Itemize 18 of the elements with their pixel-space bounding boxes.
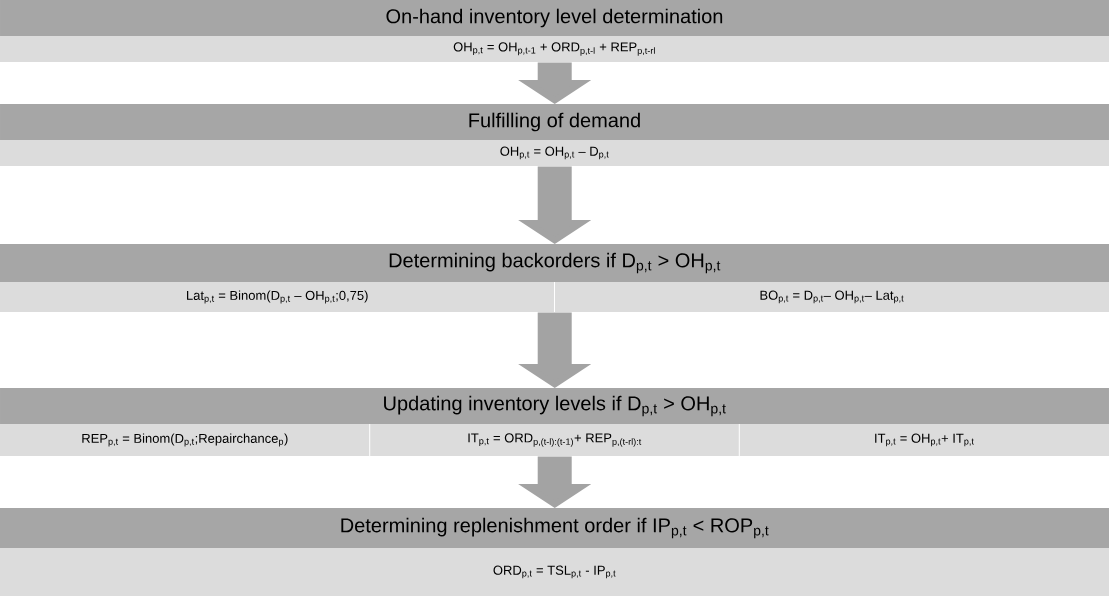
step-heading: Updating inventory levels if D$_{p,t}$ > OH$_{p,t}$ (384, 395, 726, 417)
stage-panel (0, 388, 1109, 456)
stage-panel (0, 244, 1109, 312)
stage-panel (0, 508, 1109, 596)
step-heading: Determining replenishment order if IP$_{p,t}$ < ROP$_{p,t}$ (341, 517, 769, 539)
formula-text: OH$_{p,t}$ = OH$_{p,t-1}$ + ORD$_{p,t-l}$ + REP$_{p,t-rl}$ (453, 42, 655, 56)
formula-text: OH$_{p,t}$ = OH$_{p,t}$ – D$_{p,t}$ (500, 146, 609, 160)
formula-text: IT$_{p,t}$ = OH$_{p,t}$+ IT$_{p,t}$ (875, 433, 974, 447)
formula-text: Lat$_{p,t}$ = Binom(D$_{p,t}$ – OH$_{p,t}$;0,75) (187, 290, 368, 304)
stage-panel (0, 104, 1109, 166)
step-heading: Fulfilling of demand (469, 112, 640, 132)
stage-panel (0, 0, 1109, 62)
formula-text: IT$_{p,t}$ = ORD$_{p,(t-l):(t-1)}$+ REP$_{p,(t-rl):t}$ (468, 433, 642, 447)
formula-text: REP$_{p,t}$ = Binom(D$_{p,t}$;Repairchance$_{p}$) (82, 433, 288, 447)
formula-text: BO$_{p,t}$ = D$_{p,t}$– OH$_{p,t}$– Lat$_{p,t}$ (760, 290, 904, 304)
step-heading: Determining backorders if D$_{p,t}$ > OH$_{p,t}$ (389, 252, 721, 274)
step-heading: On-hand inventory level determination (386, 8, 723, 28)
formula-text: ORD$_{p,t}$ = TSL$_{p,t}$ - IP$_{p,t}$ (493, 565, 616, 579)
